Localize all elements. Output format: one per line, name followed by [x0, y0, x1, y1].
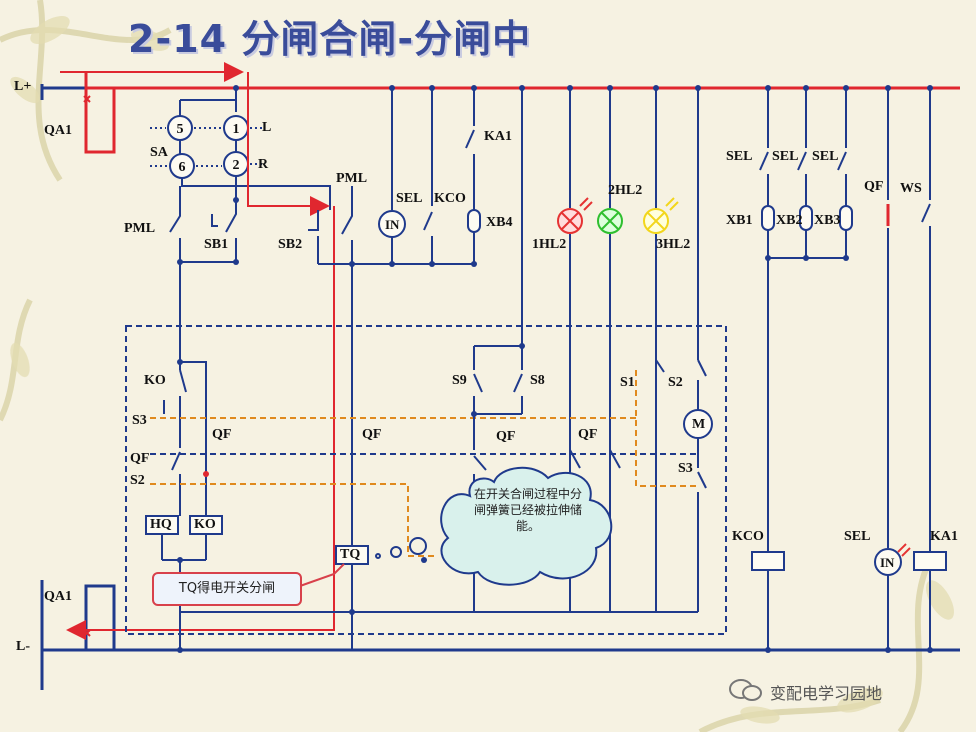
label-sel-2: SEL	[772, 149, 799, 164]
mechanism-box	[125, 325, 727, 635]
label-sa: SA	[150, 145, 168, 160]
sa-contact-1: 1	[233, 122, 240, 137]
label-motor: M	[692, 417, 706, 432]
breaker-qa1-bottom	[84, 584, 116, 650]
sa-contact-labels: 5 1 6 2	[177, 122, 240, 175]
page-title: 2-14 分闸合闸-分闸中	[128, 17, 532, 61]
label-xb1: XB1	[726, 213, 753, 228]
label-s1: S1	[620, 375, 635, 390]
label-ka1-coil: KA1	[930, 529, 958, 544]
label-2hl2: 2HL2	[608, 183, 643, 198]
vine-decoration	[0, 0, 933, 732]
leaf-decoration	[10, 16, 954, 724]
label-s2-right: S2	[668, 375, 683, 390]
left-branch	[169, 176, 237, 352]
label-qf-left-a: QF	[212, 427, 232, 442]
right-branches	[751, 88, 947, 650]
sa-contact-2: 2	[233, 158, 240, 173]
tq-callout: TQ得电开关分闸	[152, 572, 302, 606]
label-xb4: XB4	[486, 215, 513, 230]
label-sel-3: SEL	[812, 149, 839, 164]
wechat-icon	[729, 679, 762, 701]
label-sel-1: SEL	[726, 149, 753, 164]
trip-current-path	[66, 72, 335, 640]
junction-dots	[177, 85, 933, 653]
spring-link	[150, 483, 436, 557]
label-s3-left: S3	[132, 413, 147, 428]
label-pml-left: PML	[124, 221, 156, 236]
lamp-2hl2	[597, 208, 623, 234]
label-ko-coil: KO	[194, 517, 216, 532]
sa-contact-5: 5	[177, 122, 184, 137]
breaker-mark	[83, 95, 91, 103]
positive-rail	[40, 84, 960, 100]
breaker-qa1-top	[60, 62, 244, 154]
label-positive-rail: L+	[14, 79, 32, 94]
top-devices	[378, 88, 699, 612]
label-negative-rail: L-	[16, 639, 30, 654]
lamp-3hl2	[643, 197, 679, 234]
label-sb1: SB1	[204, 237, 229, 252]
label-3hl2: 3HL2	[656, 237, 691, 252]
label-qf-right: QF	[864, 179, 884, 194]
label-s8: S8	[530, 373, 545, 388]
cloud-note: 在开关合闸过程中分闸弹簧已经被拉伸储能。	[473, 487, 582, 533]
lamp-1hl2	[557, 197, 593, 234]
label-s3-right: S3	[678, 461, 693, 476]
label-hq: HQ	[150, 517, 172, 532]
label-sb2: SB2	[278, 237, 303, 252]
watermark-text: 变配电学习园地	[770, 684, 883, 703]
label-xb3: XB3	[814, 213, 841, 228]
label-ko: KO	[144, 373, 166, 388]
label-qa1-bottom: QA1	[44, 589, 72, 604]
label-xb2: XB2	[776, 213, 803, 228]
negative-rail	[40, 580, 960, 690]
label-qf-c: QF	[496, 429, 516, 444]
label-qf-mid: QF	[362, 427, 382, 442]
label-meter-in: IN	[385, 217, 400, 232]
label-sa-r: R	[258, 157, 269, 172]
label-ws: WS	[900, 181, 922, 196]
label-kco-top: KCO	[434, 191, 466, 206]
label-qa1-top: QA1	[44, 123, 72, 138]
tq-coil	[335, 537, 427, 565]
label-qf-left-b: QF	[130, 451, 150, 466]
label-meter-in2: IN	[880, 555, 895, 570]
sa-switch	[150, 88, 331, 210]
cloud-shape	[440, 466, 613, 586]
label-pml-right: PML	[336, 171, 368, 186]
label-kco-coil: KCO	[732, 529, 764, 544]
label-sa-l: L	[262, 120, 272, 135]
sa-contact-6: 6	[179, 160, 186, 175]
label-sel-coil: SEL	[844, 529, 871, 544]
label-ka1-top: KA1	[484, 129, 512, 144]
label-1hl2: 1HL2	[532, 237, 567, 252]
label-tq: TQ	[340, 547, 361, 562]
label-qf-d: QF	[578, 427, 598, 442]
label-sel-top: SEL	[396, 191, 423, 206]
label-s2-left: S2	[130, 473, 145, 488]
callout-pointer	[299, 563, 345, 587]
label-s9: S9	[452, 373, 467, 388]
motor-branch	[655, 359, 713, 612]
